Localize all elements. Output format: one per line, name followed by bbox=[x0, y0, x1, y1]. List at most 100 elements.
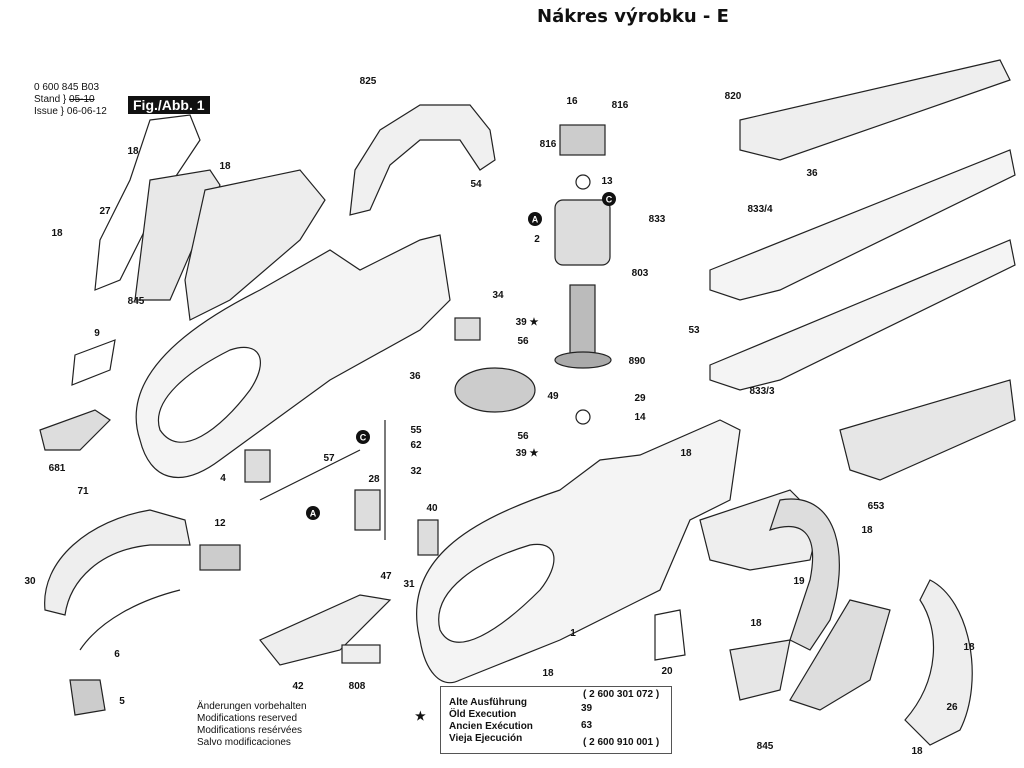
rear-handle-30 bbox=[44, 509, 191, 616]
part-label: 653 bbox=[868, 501, 885, 512]
part-label: 40 bbox=[426, 503, 438, 514]
blade-cover-820 bbox=[739, 59, 1011, 161]
part-label: C bbox=[606, 195, 613, 205]
wire-57 bbox=[259, 449, 361, 501]
legend-item-39: 39 bbox=[581, 703, 593, 714]
part-label: 808 bbox=[349, 681, 366, 692]
bearing-14 bbox=[575, 409, 591, 425]
figure-label: Fig./Abb. 1 bbox=[128, 96, 210, 114]
star-icon: ★ bbox=[415, 709, 426, 723]
part-label: 1 bbox=[570, 628, 576, 639]
part-label: 18 bbox=[680, 448, 692, 459]
part-label: 833 bbox=[649, 214, 666, 225]
page-title: Nákres výrobku - E bbox=[537, 6, 729, 27]
part-label: 71 bbox=[77, 486, 89, 497]
part-label: 47 bbox=[380, 571, 392, 582]
part-label: 20 bbox=[661, 666, 673, 677]
bow-guard bbox=[769, 498, 840, 651]
part-label: A bbox=[310, 509, 317, 519]
base-42 bbox=[259, 594, 392, 666]
note-line: Salvo modificaciones bbox=[197, 737, 291, 748]
drawing-metadata: 0 600 845 B03 Stand } 05-10 Issue } 06-0… bbox=[34, 82, 107, 117]
part-label: 890 bbox=[629, 356, 646, 367]
brush-holder bbox=[559, 124, 606, 156]
housing-window-right bbox=[438, 543, 555, 643]
part-label: 56 bbox=[517, 336, 529, 347]
part-label: 845 bbox=[757, 741, 774, 752]
part-number: 0 600 845 B03 bbox=[34, 82, 100, 93]
part-40 bbox=[417, 519, 439, 556]
part-label: 18 bbox=[750, 618, 762, 629]
part-label: 36 bbox=[409, 371, 421, 382]
part-label: 2 bbox=[534, 234, 540, 245]
note-line: Modifications reserved bbox=[197, 713, 298, 724]
part-label: 26 bbox=[946, 702, 958, 713]
part-label: 12 bbox=[214, 518, 226, 529]
part-label: 13 bbox=[601, 176, 613, 187]
part-label: 62 bbox=[410, 440, 422, 451]
part-label: 845 bbox=[128, 296, 145, 307]
part-label: 55 bbox=[410, 425, 422, 436]
part-label: 803 bbox=[632, 268, 649, 279]
note-line: Änderungen vorbehalten bbox=[197, 701, 307, 712]
part-label: 53 bbox=[688, 325, 700, 336]
part-label: 16 bbox=[566, 96, 578, 107]
part-label: 825 bbox=[360, 76, 377, 87]
housing-window-left bbox=[157, 346, 261, 443]
part-label: 9 bbox=[94, 328, 100, 339]
capacitor-4 bbox=[244, 449, 271, 483]
housing-right bbox=[415, 419, 741, 684]
issue-label: Issue bbox=[34, 106, 58, 117]
legend-line: Öld Execution bbox=[449, 709, 517, 720]
part-label: 30 bbox=[24, 576, 36, 587]
stand-value: 05-10 bbox=[69, 94, 95, 105]
blade-upper bbox=[709, 149, 1016, 301]
part-label: 36 bbox=[806, 168, 818, 179]
part-label: 18 bbox=[542, 668, 554, 679]
switch-34 bbox=[454, 317, 481, 341]
cable-6 bbox=[79, 589, 181, 651]
part-28 bbox=[354, 489, 381, 531]
stator bbox=[554, 199, 611, 266]
part-label: 56 bbox=[517, 431, 529, 442]
blade-lower bbox=[709, 239, 1016, 391]
guard bbox=[184, 169, 326, 321]
part-label: 833/3 bbox=[749, 386, 774, 397]
connector-marker-icon bbox=[528, 212, 542, 226]
part-label: 681 bbox=[49, 463, 66, 474]
part-label: 27 bbox=[99, 206, 111, 217]
part-label: 39 ★ bbox=[516, 317, 539, 328]
part-label: 54 bbox=[470, 179, 482, 190]
part-label: 18 bbox=[51, 228, 63, 239]
part-label: 820 bbox=[725, 91, 742, 102]
new-part-number: ( 2 600 910 001 ) bbox=[583, 737, 660, 748]
part-label: 5 bbox=[119, 696, 125, 707]
plate-808 bbox=[341, 644, 381, 664]
box-12 bbox=[199, 544, 241, 571]
connector-marker-icon bbox=[356, 430, 370, 444]
part-label: A bbox=[532, 215, 539, 225]
armature-fan bbox=[554, 351, 612, 369]
part-label: 816 bbox=[540, 139, 557, 150]
gear-49 bbox=[454, 367, 536, 413]
plug-5 bbox=[69, 679, 106, 716]
plate-20 bbox=[654, 609, 686, 661]
part-label: 18 bbox=[911, 746, 923, 757]
plate-9 bbox=[71, 339, 116, 386]
connector-marker-icon bbox=[306, 506, 320, 520]
issue-value: 06-06-12 bbox=[66, 106, 107, 117]
blade-guard-653 bbox=[839, 379, 1016, 481]
stand-label: Stand bbox=[34, 94, 61, 105]
part-shapes bbox=[39, 59, 1016, 746]
connector-marker-icon bbox=[602, 192, 616, 206]
part-label: 6 bbox=[114, 649, 120, 660]
part-label: 18 bbox=[219, 161, 231, 172]
part-label: 28 bbox=[368, 474, 380, 485]
part-label: C bbox=[360, 433, 367, 443]
legend-box: ★ Alte Ausführung Öld Execution Ancien E… bbox=[415, 686, 672, 754]
part-label: 29 bbox=[634, 393, 646, 404]
legend-item-63: 63 bbox=[581, 720, 593, 731]
legend-line: Vieja Ejecución bbox=[449, 733, 523, 744]
